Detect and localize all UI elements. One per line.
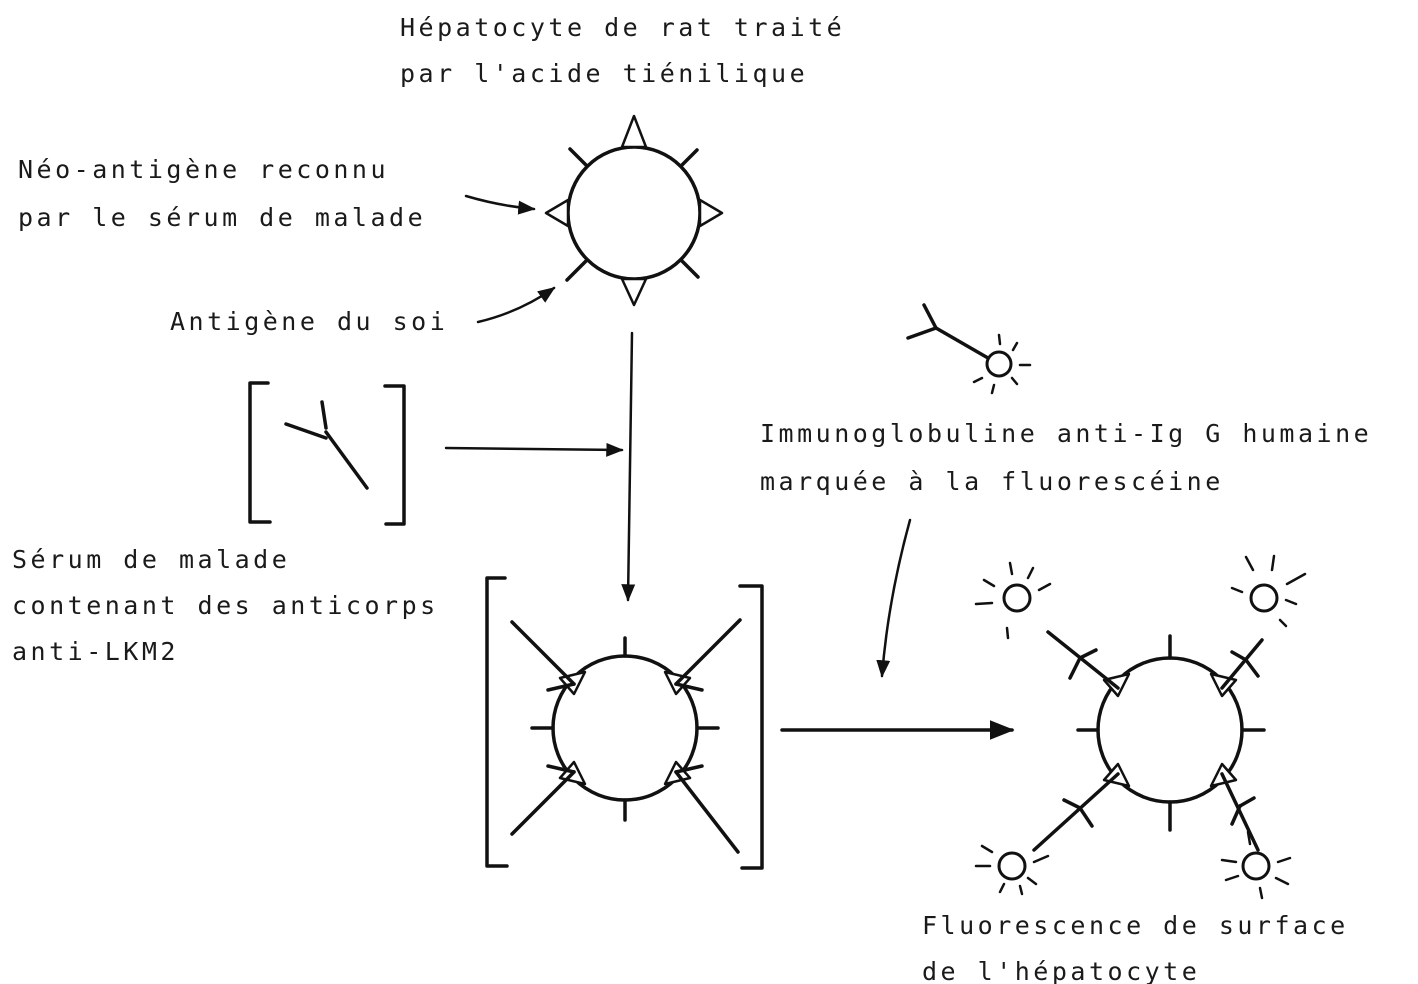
serum-add-arrow [444, 442, 624, 457]
neo-antigen-label-1: Néo-antigène reconnu [18, 155, 389, 184]
immunoglobulin-add-arrow [876, 518, 912, 678]
title-line-2: par l'acide tiénilique [400, 59, 808, 88]
self-antigen-pointer-arrow [476, 286, 556, 324]
fluorescein-dot-top-right-icon [1230, 554, 1307, 628]
fluorescence-label-2: de l'hépatocyte [922, 957, 1200, 984]
fluorescein-dot-top-left-icon [974, 561, 1052, 640]
serum-label-2: contenant des anticorps [12, 591, 439, 620]
title-line-1: Hépatocyte de rat traité [400, 13, 845, 42]
ig-label-2: marquée à la fluorescéine [760, 467, 1224, 496]
antibody-bound-cell [485, 576, 764, 870]
neo-antigen-right-icon [698, 198, 724, 228]
process-down-arrow [621, 331, 636, 602]
fluorescein-dot-bottom-left-icon [974, 844, 1050, 896]
fluorescent-hepatocyte-cell [974, 554, 1307, 900]
serum-label-3: anti-LKM2 [12, 637, 179, 666]
serum-label-1: Sérum de malade [12, 545, 290, 574]
serum-antibody-icon [248, 381, 406, 526]
neo-antigen-label-2: par le sérum de malade [18, 203, 426, 232]
ig-label-1: Immunoglobuline anti-Ig G humaine [760, 419, 1372, 448]
self-antigen-label: Antigène du soi [170, 307, 448, 336]
labeled-immunoglobulin-icon [906, 303, 1032, 395]
treated-hepatocyte-cell [544, 114, 724, 307]
neo-antigen-top-icon [620, 114, 648, 149]
neo-antigen-left-icon [544, 198, 570, 228]
neo-antigen-pointer-arrow [464, 194, 536, 215]
neo-antigen-bottom-icon [620, 277, 648, 307]
fluorescence-label-1: Fluorescence de surface [922, 911, 1349, 940]
fluorescein-dot-bottom-right-icon [1220, 830, 1292, 900]
